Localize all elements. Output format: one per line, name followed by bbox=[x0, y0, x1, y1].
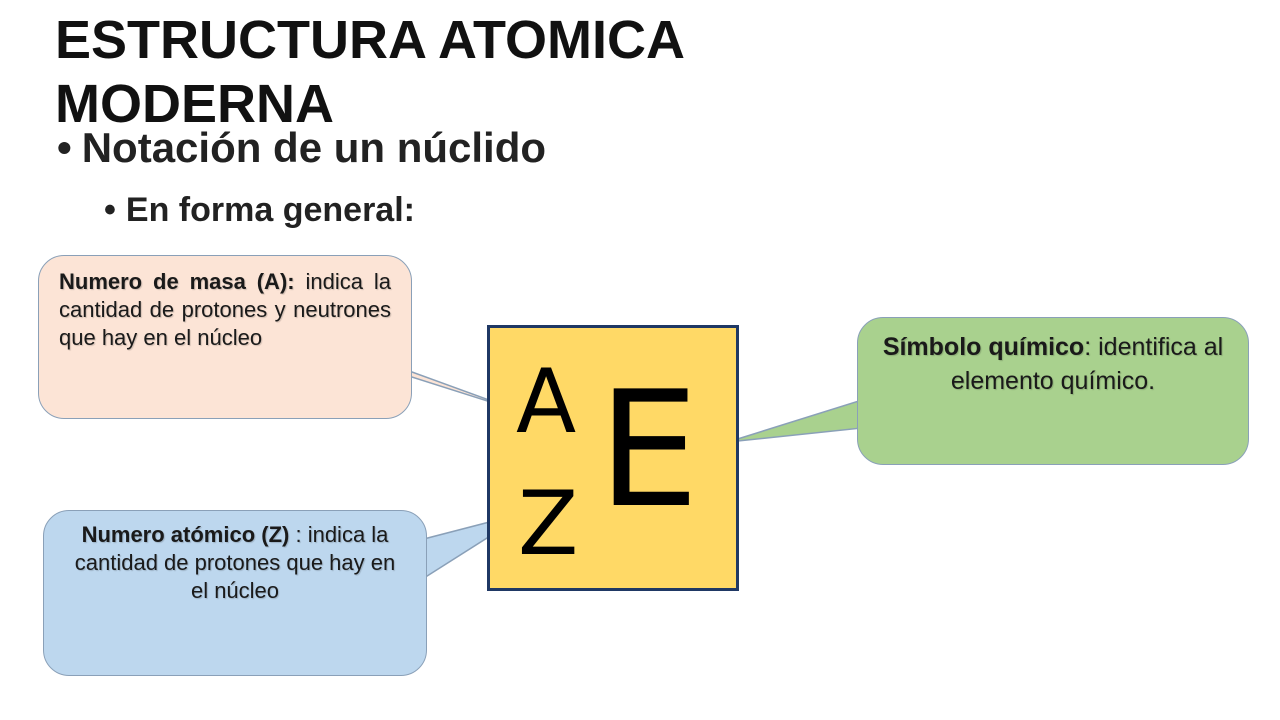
chemical-symbol-callout: Símbolo químico: identifica al elemento … bbox=[857, 317, 1249, 465]
chemical-symbol-heading: Símbolo químico bbox=[882, 333, 1085, 361]
mass-number-description: indica la cantidad de protones y neutron… bbox=[59, 269, 391, 350]
atomic-number-heading: Numero atómico (Z) bbox=[81, 522, 290, 547]
nuclide-notation-box: A Z E bbox=[487, 325, 739, 591]
bullet-text: Notación de un núclido bbox=[81, 124, 547, 171]
atomic-number-description: : indica la cantidad de protones que hay… bbox=[74, 522, 396, 603]
element-symbol-label: E bbox=[598, 356, 700, 543]
mass-number-label: A bbox=[516, 350, 577, 453]
mass-number-callout: Numero de masa (A): indica la cantidad d… bbox=[38, 255, 412, 419]
bullet-dot: • bbox=[104, 191, 116, 229]
atomic-number-callout: Numero atómico (Z) : indica la cantidad … bbox=[43, 510, 427, 676]
bullet-nuclide-notation: •Notación de un núclido bbox=[57, 120, 546, 176]
slide-title: ESTRUCTURA ATOMICA MODERNA bbox=[55, 10, 683, 134]
mass-number-heading: Numero de masa (A): bbox=[59, 269, 295, 294]
symbol-callout-pointer bbox=[727, 398, 863, 443]
bullet-general-form: •En forma general: bbox=[104, 186, 415, 234]
atomic-number-label: Z bbox=[518, 472, 579, 575]
bullet-text: En forma general: bbox=[125, 191, 415, 229]
chemical-symbol-description: : identifica al elemento químico. bbox=[950, 333, 1224, 395]
bullet-dot: • bbox=[57, 124, 72, 171]
